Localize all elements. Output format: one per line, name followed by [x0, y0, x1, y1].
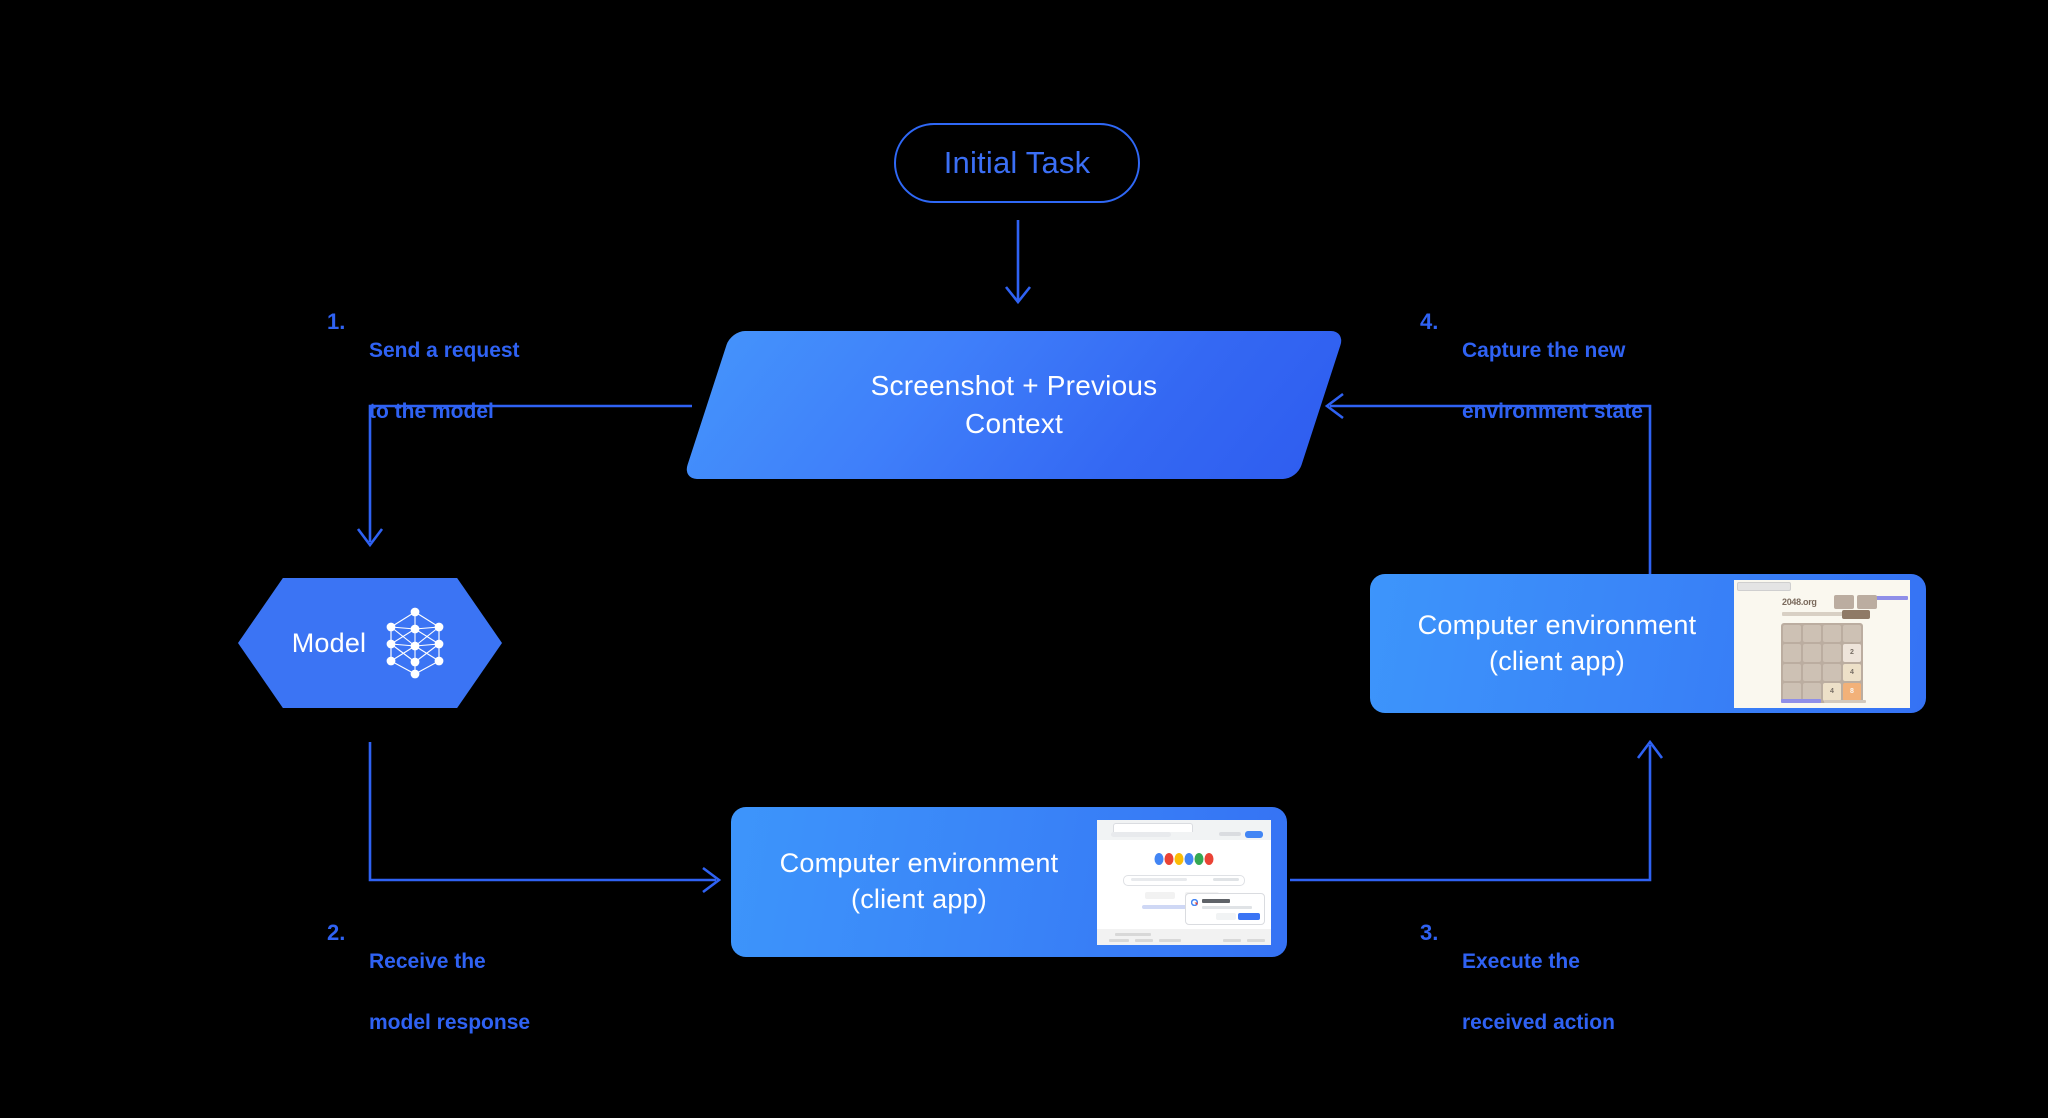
tile [1783, 663, 1801, 681]
thumb-2048-grid: 2 4 4 8 [1781, 622, 1863, 703]
thumb-2048-footer-link [1781, 698, 1821, 703]
step-label-4: 4. Capture the new environment state [1420, 306, 1643, 428]
step-label-1: 1. Send a request to the model [327, 306, 520, 428]
connector-model-to-env-bottom [368, 742, 716, 882]
thumb-2048-footer-text [1824, 699, 1866, 703]
dialog-primary-button[interactable] [1238, 912, 1260, 920]
node-computer-environment-bottom[interactable]: Computer environment (client app) [731, 807, 1287, 957]
dialog-body [1202, 905, 1252, 909]
step-1-line-2: to the model [369, 400, 494, 424]
thumb-2048-window-tab [1737, 581, 1791, 591]
thumb-google-search-icons [1213, 877, 1239, 881]
tile [1783, 683, 1801, 701]
arrowhead-left-context [1324, 392, 1344, 420]
dialog-secondary-button[interactable] [1216, 912, 1236, 920]
step-3-line-2: received action [1462, 1011, 1615, 1035]
dialog-title [1202, 898, 1230, 903]
tile [1783, 644, 1801, 662]
tile: 4 [1843, 663, 1861, 681]
step-label-3: 3. Execute the received action [1420, 917, 1615, 1039]
tile: 8 [1843, 683, 1861, 701]
step-2-text: Receive the model response [369, 917, 530, 1039]
env-bottom-line-1: Computer environment [779, 848, 1059, 879]
tile [1843, 624, 1861, 642]
thumb-google-language-links [1142, 904, 1226, 909]
env-bottom-label: Computer environment (client app) [731, 846, 1097, 917]
node-model[interactable]: Model [238, 578, 502, 708]
screenshot-context-text: Screenshot + Previous Context [707, 331, 1321, 479]
connector-env-right-to-context [1330, 404, 1652, 574]
model-label: Model [291, 627, 367, 658]
arrowhead-right-env-bottom [702, 866, 722, 894]
initial-task-label: Initial Task [943, 145, 1091, 180]
env-right-line-1: Computer environment [1417, 609, 1697, 640]
tile: 2 [1843, 644, 1861, 662]
step-2-line-2: model response [369, 1011, 531, 1035]
thumb-google-browser-tab[interactable] [1113, 822, 1193, 832]
thumb-2048-new-game-button[interactable] [1842, 609, 1870, 619]
tile [1823, 663, 1841, 681]
step-label-2: 2. Receive the model response [327, 917, 530, 1039]
thumb-2048-site-title: 2048.org [1782, 596, 1817, 607]
node-initial-task[interactable]: Initial Task [894, 123, 1140, 203]
arrowhead-down-task [1004, 286, 1032, 305]
tile: 4 [1823, 683, 1841, 701]
tile [1803, 644, 1821, 662]
step-1-text: Send a request to the model [369, 306, 520, 428]
thumb-2048-subtitle [1782, 611, 1846, 616]
tile [1783, 624, 1801, 642]
tile [1803, 624, 1821, 642]
thumb-google-search-button[interactable] [1145, 891, 1175, 899]
tile [1823, 624, 1841, 642]
step-1-number: 1. [327, 309, 346, 334]
google-g-icon [1191, 898, 1198, 906]
step-4-text: Capture the new environment state [1462, 306, 1643, 428]
neural-network-icon [386, 607, 444, 679]
step-1-line-1: Send a request [369, 339, 520, 363]
node-computer-environment-right[interactable]: Computer environment (client app) 2048.o… [1370, 574, 1926, 713]
screenshot-context-line-1: Screenshot + Previous [870, 370, 1158, 402]
tile [1823, 644, 1841, 662]
step-4-number: 4. [1420, 309, 1439, 334]
step-2-line-1: Receive the [369, 950, 486, 974]
thumb-google-logo [1154, 852, 1214, 865]
arrowhead-up-env-right [1636, 739, 1664, 759]
thumb-google-address-bar[interactable] [1111, 831, 1171, 837]
step-3-text: Execute the received action [1462, 917, 1615, 1039]
thumb-2048-top-link [1866, 595, 1908, 600]
step-4-line-1: Capture the new [1462, 339, 1626, 363]
thumb-google-signin-dialog[interactable] [1185, 892, 1265, 925]
thumb-google-search-placeholder [1131, 877, 1187, 881]
tile [1803, 663, 1821, 681]
connector-env-bottom-to-env-right [1290, 745, 1652, 882]
thumb-google-toolbar-icons [1219, 831, 1241, 836]
env-bottom-line-2: (client app) [851, 884, 987, 914]
step-4-line-2: environment state [1462, 400, 1643, 424]
env-right-line-2: (client app) [1489, 645, 1625, 676]
step-3-number: 3. [1420, 920, 1439, 945]
thumb-2048-best-box [1857, 594, 1877, 609]
step-2-number: 2. [327, 920, 346, 945]
tile [1803, 683, 1821, 701]
env-right-label: Computer environment (client app) [1370, 608, 1734, 679]
thumb-google-profile-avatar[interactable] [1245, 830, 1263, 838]
thumb-2048-score-box [1834, 594, 1854, 609]
thumbnail-google-search[interactable] [1097, 819, 1271, 945]
arrowhead-down-model [356, 528, 384, 548]
node-screenshot-context[interactable]: Screenshot + Previous Context [682, 331, 1346, 479]
thumbnail-2048-game[interactable]: 2048.org 2 4 4 8 [1734, 579, 1910, 708]
screenshot-context-line-2: Context [965, 408, 1063, 439]
hexagon-shape [238, 578, 502, 708]
thumb-google-footer [1097, 928, 1271, 945]
step-3-line-1: Execute the [1462, 950, 1580, 974]
